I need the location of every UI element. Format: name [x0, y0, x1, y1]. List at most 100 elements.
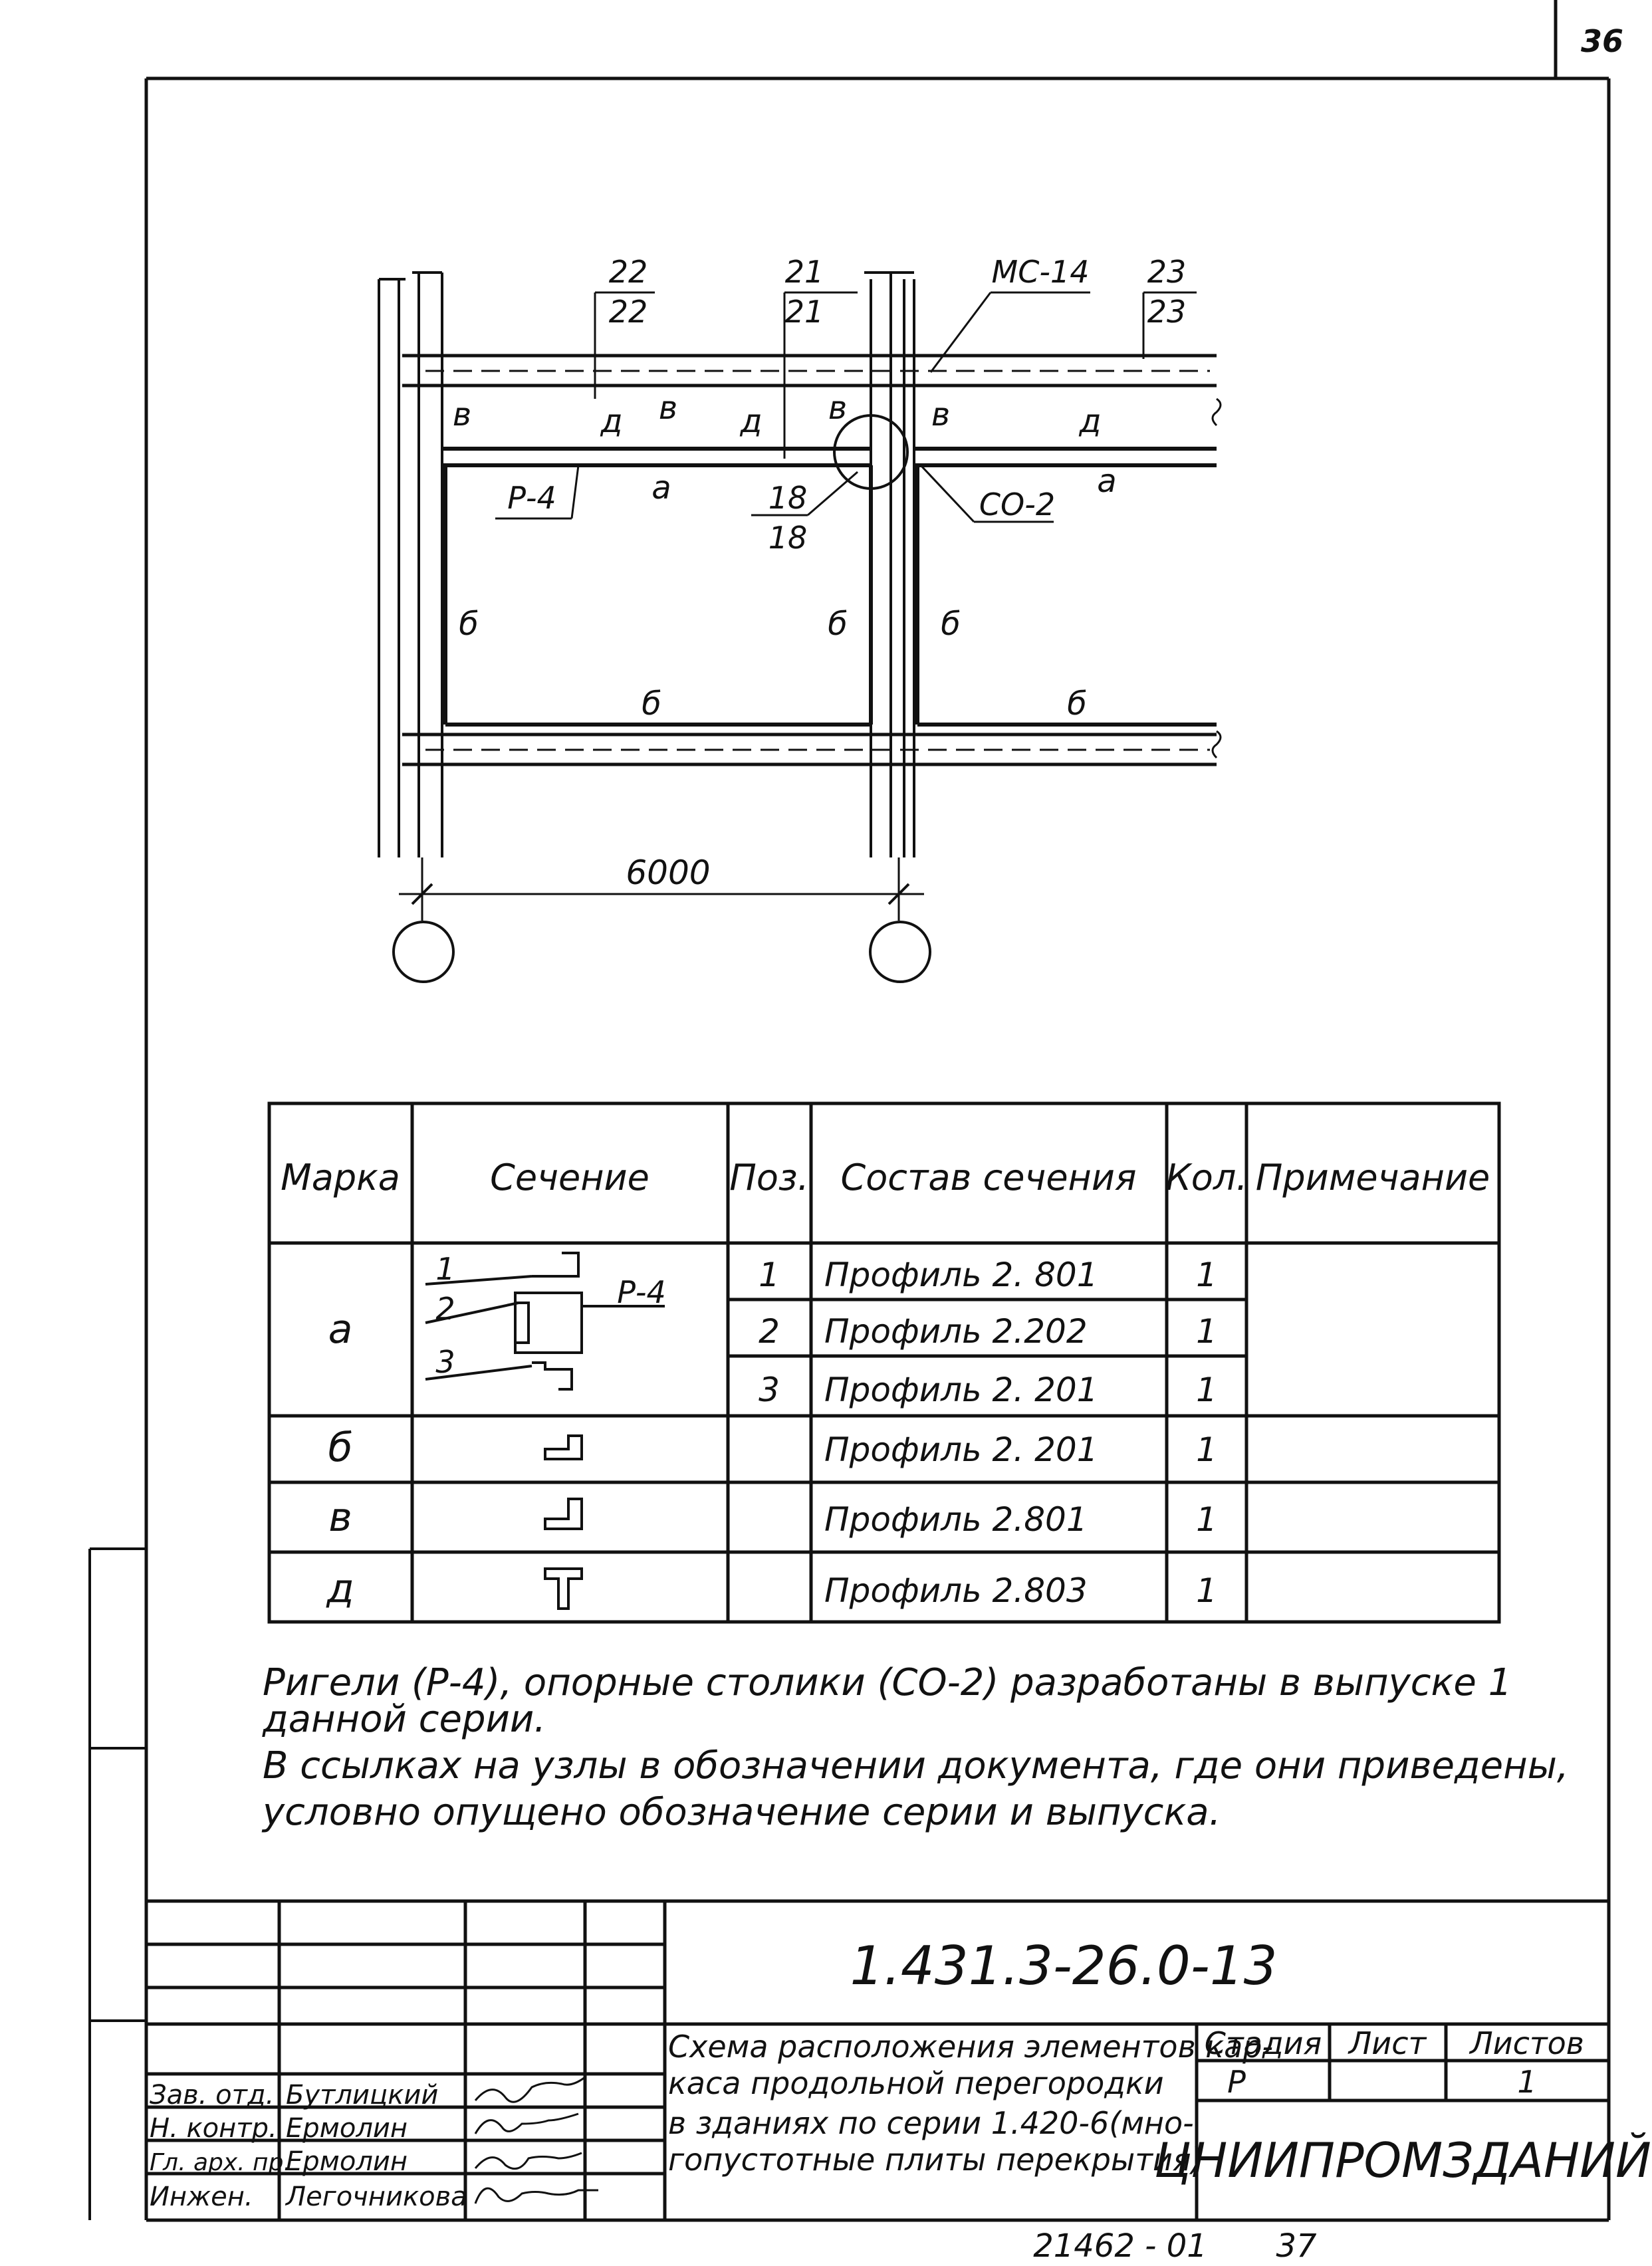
section-sketch-v	[544, 1498, 583, 1530]
dimension-tick-right	[887, 883, 910, 905]
header-pos: Поз.	[729, 1157, 809, 1198]
signature-name-1: Бутлицкий	[286, 2080, 438, 2110]
stage-label: Стадия	[1205, 2025, 1322, 2061]
header-composition: Состав сечения	[841, 1157, 1137, 1198]
page-number: 36	[1581, 23, 1623, 59]
callout-23-top: 23	[1147, 254, 1187, 290]
sheet-label: Лист	[1348, 2025, 1427, 2061]
callout-18-top: 18	[768, 480, 808, 516]
sheets-value: 1	[1517, 2064, 1536, 2100]
section-label-p4: Р-4	[617, 1274, 666, 1310]
header-section: Сечение	[490, 1157, 649, 1198]
dimension-6000: 6000	[626, 853, 710, 892]
spec-table: Марка Сечение Поз. Состав сечения Кол. П…	[267, 1101, 1501, 1624]
header-note: Примечание	[1256, 1157, 1490, 1198]
row-g-composition: Профиль 2.803	[824, 1571, 1088, 1610]
mark-g-1: д	[600, 403, 622, 440]
note-line-4: условно опущено обозначение серии и выпу…	[261, 1791, 1221, 1834]
dimension-tick-left	[411, 883, 433, 905]
signature-role-4: Инжен.	[150, 2182, 253, 2212]
mark-b-1: б	[459, 606, 479, 643]
column-left	[378, 271, 443, 857]
signature-name-3: Ермолин	[286, 2146, 408, 2177]
row-g-qty: 1	[1196, 1571, 1217, 1610]
framing-plan: 6000 22 22 21 21 МС-14 23 23 18 18 Р-4	[378, 254, 1222, 983]
organization-name: ЦНИИПРОМЗДАНИЙ	[1154, 2132, 1651, 2188]
title-block-grid	[146, 1899, 1609, 2220]
header-mark: Марка	[281, 1157, 400, 1198]
row-g-mark: д	[326, 1565, 354, 1612]
top-beam	[402, 354, 1217, 388]
callout-co2: СО-2	[979, 487, 1055, 522]
row-a3-qty: 1	[1196, 1371, 1217, 1409]
drawing-title-line-1: Схема расположения элементов кар-	[668, 2029, 1273, 2065]
drawing-title-line-2: каса продольной перегородки	[668, 2065, 1164, 2101]
drawing-title-line-4: гопустотные плиты перекрытия)	[668, 2142, 1203, 2178]
left-margin-box	[88, 1547, 146, 2220]
row-a3-pos: 3	[759, 1371, 780, 1409]
section-sketch-b	[544, 1434, 583, 1460]
mark-a-2: а	[1097, 463, 1116, 500]
row-v-qty: 1	[1196, 1500, 1217, 1539]
row-a3-composition: Профиль 2. 201	[824, 1371, 1098, 1409]
title-block: 1.431.3-26.0-13 Схема расположения элеме…	[146, 1899, 1651, 2220]
mark-b-3: б	[941, 606, 961, 643]
section-label-2: 2	[435, 1291, 455, 1327]
partition-panels	[443, 465, 1217, 727]
row-v-composition: Профиль 2.801	[824, 1500, 1088, 1539]
sheets-label: Листов	[1469, 2025, 1584, 2061]
signature-scribbles	[474, 2076, 598, 2204]
row-v-mark: в	[328, 1494, 352, 1541]
inventory-number: 21462 - 01	[1033, 2227, 1207, 2265]
signature-name-2: Ермолин	[286, 2113, 408, 2144]
callout-21-bottom: 21	[785, 294, 824, 330]
break-mark-top	[1211, 397, 1222, 427]
note-line-3: В ссылках на узлы в обозначении документ…	[263, 1744, 1569, 1787]
node-circle-18	[833, 414, 909, 490]
mark-g-2: д	[739, 403, 762, 440]
callout-23-bottom: 23	[1147, 294, 1187, 330]
mark-g-3: д	[1078, 403, 1101, 440]
spec-table-grid	[267, 1101, 1501, 1624]
callout-22-bottom: 22	[609, 294, 648, 330]
signature-role-3: Гл. арх. пр.	[150, 2149, 291, 2176]
section-label-1: 1	[435, 1251, 455, 1287]
callout-leaders	[495, 291, 1197, 523]
note-line-1: Ригели (Р-4), опорные столики (СО-2) раз…	[263, 1661, 1512, 1704]
mark-v-1: в	[453, 396, 471, 433]
mark-v-4: в	[931, 396, 950, 433]
callout-21-top: 21	[785, 254, 824, 290]
mark-b-5: б	[1067, 685, 1087, 723]
section-sketch-a	[425, 1252, 665, 1391]
mark-a-1: а	[651, 469, 671, 507]
row-a2-qty: 1	[1196, 1312, 1217, 1351]
signature-role-1: Зав. отд.	[150, 2080, 274, 2110]
axis-circle-left	[392, 921, 455, 983]
section-label-3: 3	[435, 1344, 455, 1380]
stage-value: Р	[1227, 2064, 1246, 2100]
drawing-title-line-3: в зданиях по серии 1.420-6(мно-	[668, 2105, 1194, 2141]
document-designation: 1.431.3-26.0-13	[850, 1935, 1277, 1997]
notes: Ригели (Р-4), опорные столики (СО-2) раз…	[261, 1661, 1569, 1834]
row-a1-pos: 1	[759, 1256, 780, 1294]
row-a2-composition: Профиль 2.202	[824, 1312, 1088, 1351]
note-line-2: данной серии.	[262, 1698, 546, 1741]
callout-18-bottom: 18	[768, 520, 808, 556]
mark-b-4: б	[642, 685, 661, 723]
row-a1-composition: Профиль 2. 801	[824, 1256, 1098, 1294]
signature-name-4: Легочникова	[285, 2182, 467, 2212]
row-b-composition: Профиль 2. 201	[824, 1430, 1098, 1469]
footer-page: 37	[1276, 2227, 1317, 2265]
bottom-beam	[402, 733, 1217, 766]
rail-a	[442, 447, 1217, 467]
row-b-qty: 1	[1196, 1430, 1217, 1469]
callout-p4: Р-4	[507, 480, 556, 516]
mark-v-3: в	[828, 390, 847, 427]
callout-mc14: МС-14	[992, 254, 1090, 290]
mark-v-2: в	[659, 390, 677, 427]
signature-role-2: Н. контр.	[150, 2113, 277, 2144]
break-mark-bottom	[1211, 730, 1222, 759]
mark-b-2: б	[828, 606, 848, 643]
header-qty: Кол.	[1165, 1157, 1247, 1198]
